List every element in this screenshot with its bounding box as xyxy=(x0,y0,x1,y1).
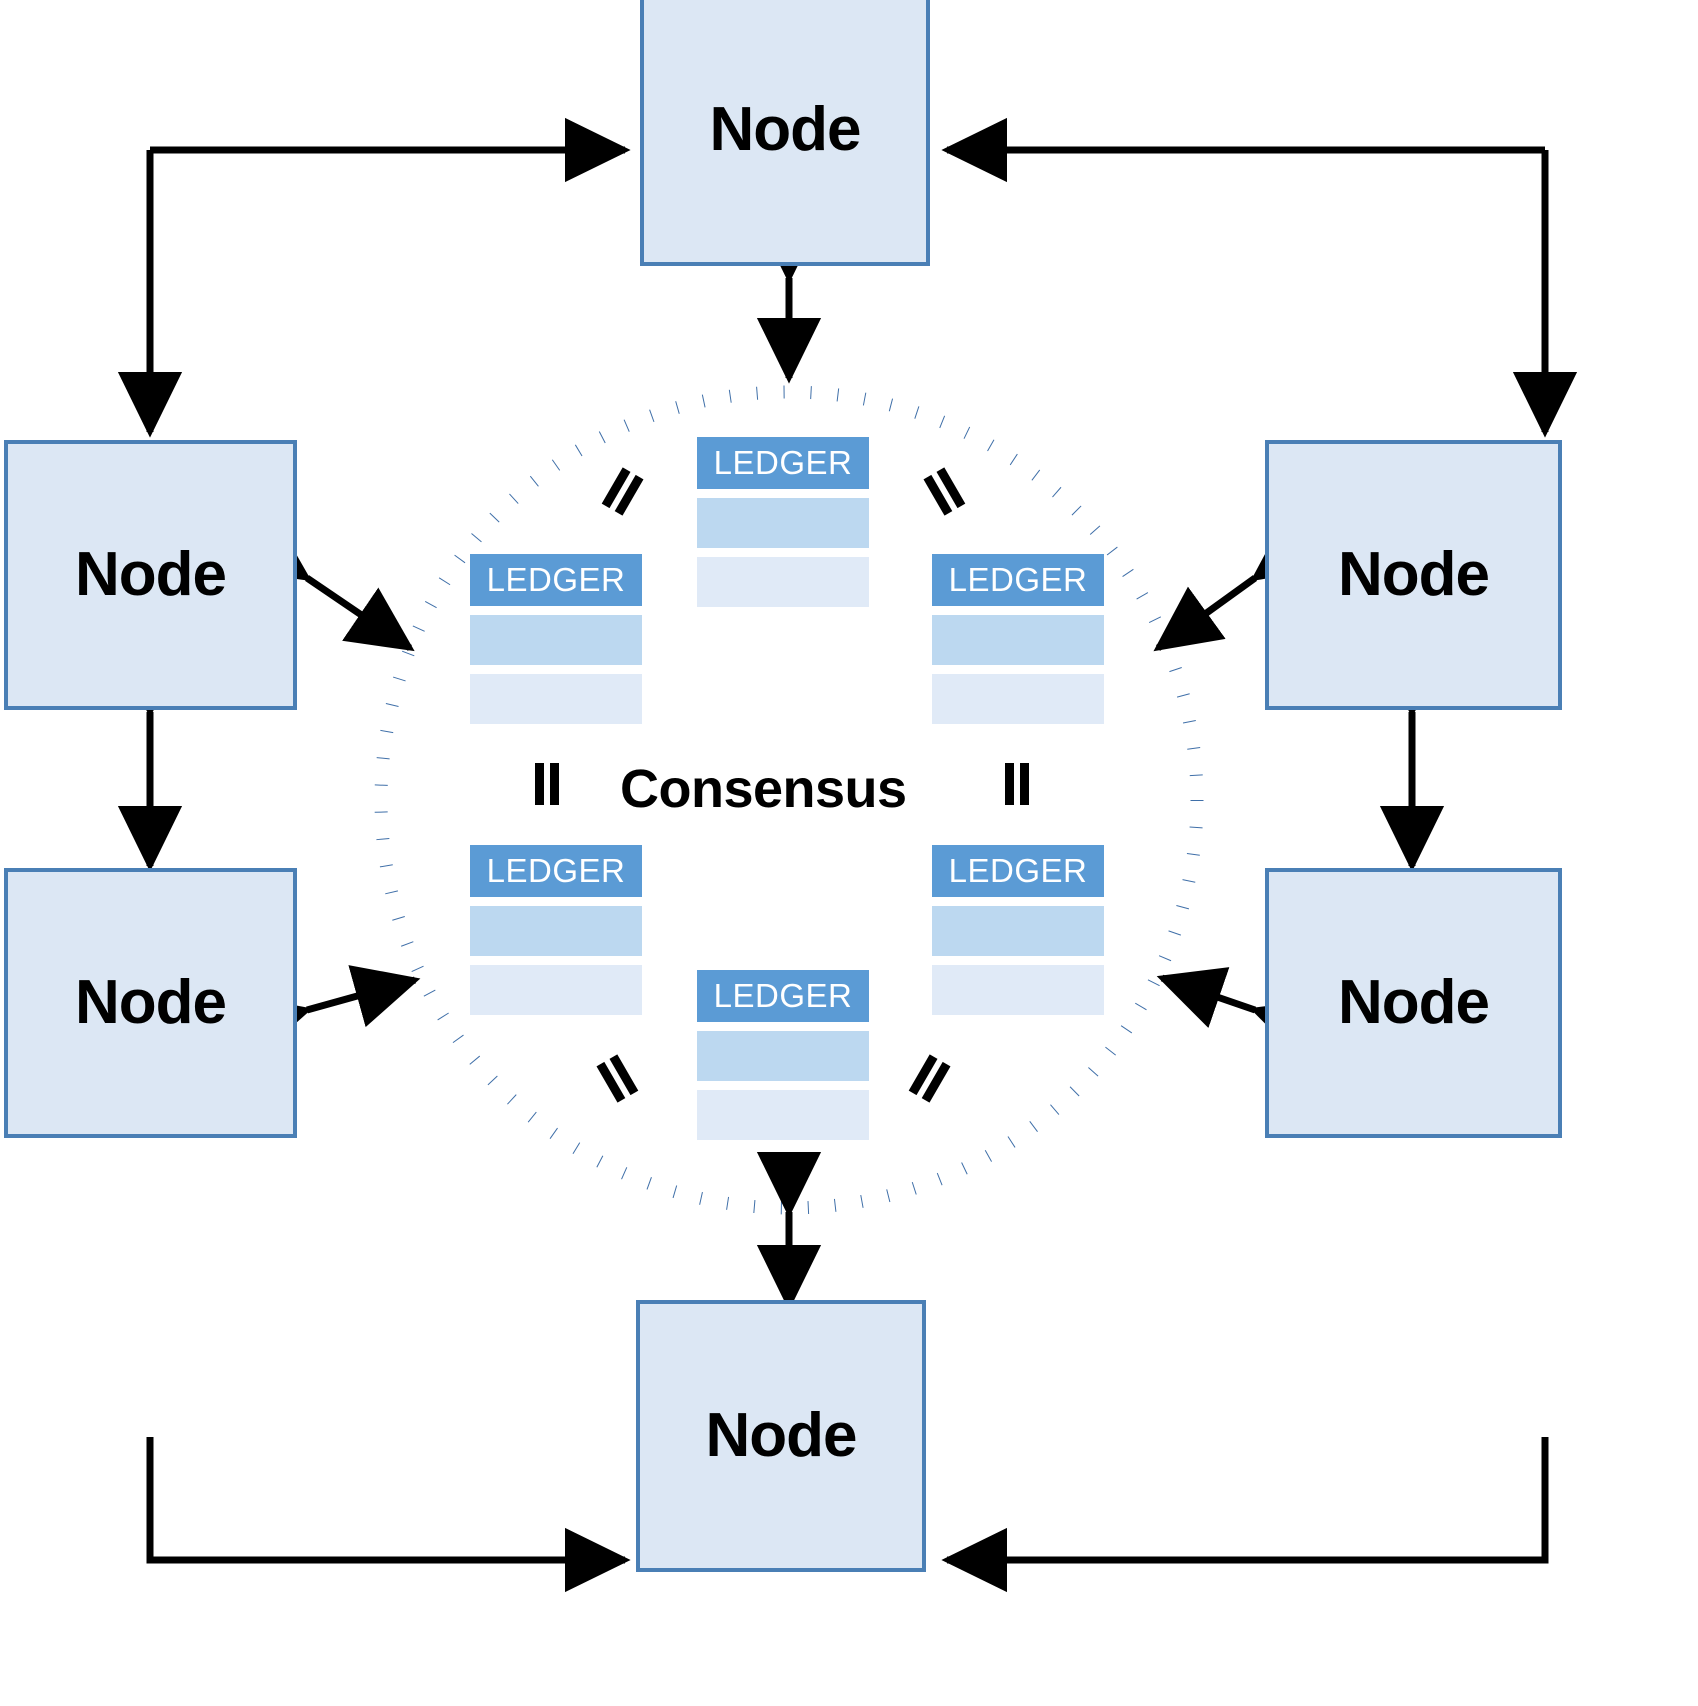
arrow-left-upper-to-center xyxy=(239,517,415,652)
node-top[interactable]: Node xyxy=(640,0,930,266)
elbow-left-to-bottom xyxy=(146,1437,631,1593)
consensus-label: Consensus xyxy=(620,759,907,819)
node-label: Node xyxy=(1338,968,1490,1037)
ledger-header: LEDGER xyxy=(697,437,869,489)
ledger-header: LEDGER xyxy=(697,970,869,1022)
ledger-left-upper[interactable]: LEDGER xyxy=(470,554,642,724)
node-label: Node xyxy=(705,1401,858,1470)
ledger-row-filled xyxy=(697,498,869,548)
node-right-upper[interactable]: Node xyxy=(1265,440,1562,710)
ledger-row-filled xyxy=(470,906,642,956)
ledger-header: LEDGER xyxy=(470,554,642,606)
ledger-left-lower[interactable]: LEDGER xyxy=(470,845,642,1015)
ledger-row-filled xyxy=(470,615,642,665)
consensus-circle xyxy=(374,385,1204,1215)
node-label: Node xyxy=(75,968,227,1037)
ledger-row-empty xyxy=(932,674,1104,724)
ledger-row-empty xyxy=(697,1090,869,1140)
ledger-row-empty xyxy=(470,965,642,1015)
arrow-right-lower-to-center xyxy=(1156,967,1323,1061)
node-right-lower[interactable]: Node xyxy=(1265,868,1562,1138)
ledger-right-lower[interactable]: LEDGER xyxy=(932,845,1104,1015)
node-label: Node xyxy=(75,540,227,609)
arrow-right-upper-to-center xyxy=(1153,516,1323,652)
ledger-bottom[interactable]: LEDGER xyxy=(697,970,869,1140)
ledger-header: LEDGER xyxy=(932,554,1104,606)
node-label: Node xyxy=(709,95,862,164)
ledger-header: LEDGER xyxy=(470,845,642,897)
ledger-row-empty xyxy=(932,965,1104,1015)
ledger-right-upper[interactable]: LEDGER xyxy=(932,554,1104,724)
equals-mid-left-icon xyxy=(528,762,572,806)
ledger-row-filled xyxy=(932,615,1104,665)
node-bottom[interactable]: Node xyxy=(636,1300,926,1572)
ledger-row-filled xyxy=(932,906,1104,956)
ledger-header: LEDGER xyxy=(932,845,1104,897)
equals-mid-right-icon xyxy=(998,762,1042,806)
ledger-row-empty xyxy=(697,557,869,607)
elbow-right-to-bottom xyxy=(941,1437,1549,1593)
ledger-row-empty xyxy=(470,674,642,724)
node-left-upper[interactable]: Node xyxy=(4,440,297,710)
ledger-row-filled xyxy=(697,1031,869,1081)
arrow-left-lower-to-center xyxy=(240,965,421,1058)
node-left-lower[interactable]: Node xyxy=(4,868,297,1138)
node-label: Node xyxy=(1338,540,1490,609)
ledger-top[interactable]: LEDGER xyxy=(697,437,869,607)
